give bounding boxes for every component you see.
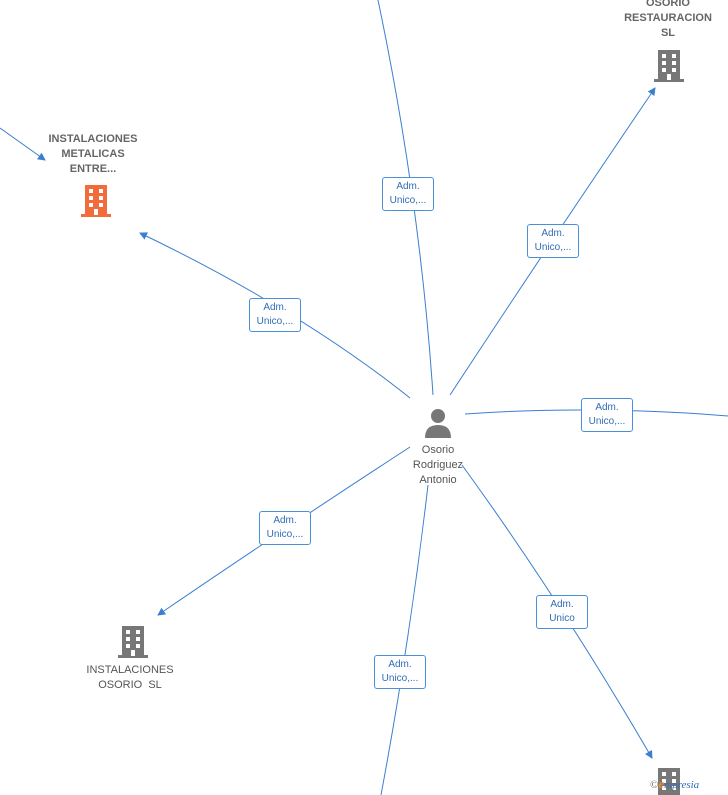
edge-label-role: Adm. — [388, 659, 412, 670]
company-name-line: ENTRE... — [69, 163, 117, 175]
edge-label-role: Adm. — [263, 302, 287, 313]
edge-label-instalaciones-osorio[interactable]: Adm. Unico,... — [259, 511, 311, 545]
person-name-line: Antonio — [419, 474, 457, 486]
edge-label-role: Adm. — [595, 402, 619, 413]
empresia-watermark: ©empresia — [650, 776, 699, 792]
company-name-line: METALICAS — [61, 148, 125, 160]
edge-label-role: Adm. — [396, 181, 420, 192]
edge-label-osorio-restauracion[interactable]: Adm. Unico,... — [527, 224, 579, 258]
edge-label-detail: Unico,... — [381, 673, 419, 684]
edge-label-detail: Unico,... — [256, 316, 294, 327]
brand-name: mpresia — [664, 779, 700, 791]
building-icon[interactable] — [117, 624, 149, 658]
edge-label-bottom-right[interactable]: Adm. Unico — [536, 595, 588, 629]
edge-label-role: Adm. — [550, 599, 574, 610]
edge-label-role: Adm. — [273, 515, 297, 526]
company-name-line: INSTALACIONES — [86, 664, 174, 676]
edge-line-bottom — [380, 484, 429, 795]
edge-label-detail: Unico — [549, 613, 575, 624]
company-label-instalaciones-metalicas[interactable]: INSTALACIONES METALICAS ENTRE... — [33, 132, 153, 177]
edge-label-detail: Unico,... — [266, 529, 304, 540]
edge-label-detail: Unico,... — [389, 195, 427, 206]
person-name-line: Rodriguez — [412, 459, 464, 471]
company-name-line: INSTALACIONES — [48, 133, 138, 145]
company-label-instalaciones-osorio[interactable]: INSTALACIONES OSORIO SL — [70, 663, 190, 693]
person-icon[interactable] — [423, 408, 453, 438]
person-name-line: Osorio — [421, 444, 455, 456]
company-name-line: OSORIO — [645, 0, 690, 9]
company-label-osorio-restauracion[interactable]: OSORIO RESTAURACION SL — [608, 0, 728, 41]
copyright-symbol: © — [650, 779, 659, 791]
edge-label-bottom[interactable]: Adm. Unico,... — [374, 655, 426, 689]
edge-line-left-offscreen — [0, 127, 46, 161]
building-icon[interactable] — [653, 766, 685, 795]
edge-label-top[interactable]: Adm. Unico,... — [382, 177, 434, 211]
edge-label-right[interactable]: Adm. Unico,... — [581, 398, 633, 432]
building-icon[interactable] — [80, 183, 112, 217]
building-icon[interactable] — [653, 48, 685, 82]
company-name-line: RESTAURACION — [624, 12, 712, 24]
edge-label-detail: Unico,... — [588, 416, 626, 427]
company-name-line: OSORIO SL — [98, 679, 162, 691]
edge-label-instalaciones-metalicas[interactable]: Adm. Unico,... — [249, 298, 301, 332]
edge-label-role: Adm. — [541, 228, 565, 239]
edge-label-detail: Unico,... — [534, 242, 572, 253]
center-person-label[interactable]: Osorio Rodriguez Antonio — [395, 443, 481, 488]
company-name-line: SL — [660, 27, 676, 39]
brand-initial: e — [658, 776, 665, 791]
